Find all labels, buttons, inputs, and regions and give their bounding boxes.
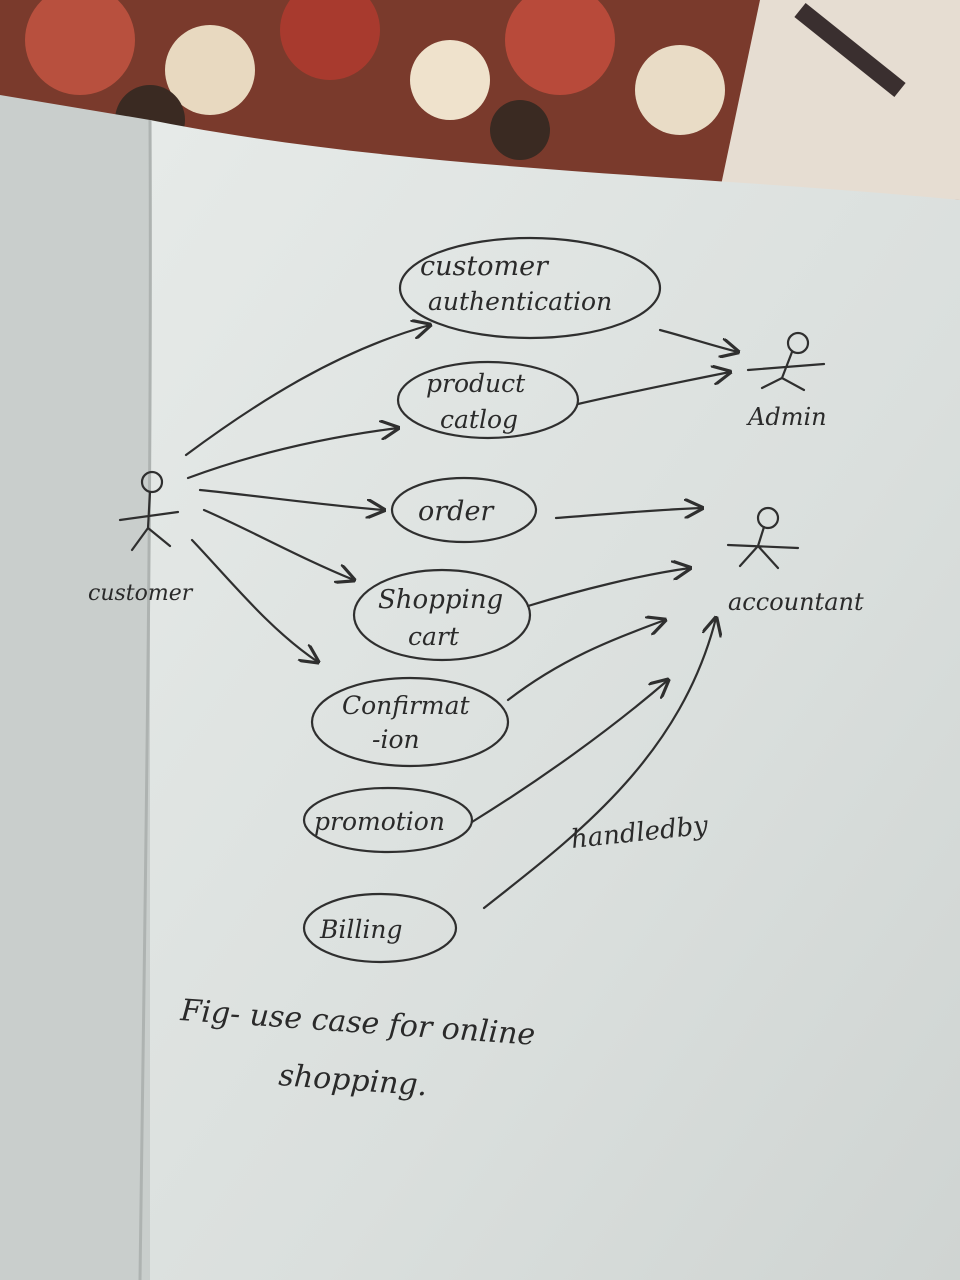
use-case-billing-label: Billing <box>319 915 402 944</box>
use-case-shopping-cart: Shopping cart <box>352 568 532 662</box>
use-case-product-catalog-line1: product <box>426 369 526 398</box>
actor-admin: Admin <box>746 331 827 431</box>
use-case-product-catalog-line2: catlog <box>440 405 518 434</box>
use-case-customer-authentication-line1: customer <box>420 251 550 282</box>
customer-associations <box>184 325 430 662</box>
actor-customer: customer <box>88 470 194 606</box>
use-case-product-catalog: product catlog <box>396 360 580 440</box>
actor-admin-label: Admin <box>746 403 827 431</box>
use-case-order: order <box>390 476 538 544</box>
use-case-confirmation-line2: -ion <box>372 725 420 754</box>
use-case-promotion: promotion <box>302 786 474 854</box>
actor-customer-label: customer <box>88 581 194 606</box>
actor-accountant-label: accountant <box>728 588 864 616</box>
use-case-customer-authentication-line2: authentication <box>428 287 612 316</box>
actor-accountant: accountant <box>726 506 864 616</box>
use-case-shopping-cart-line1: Shopping <box>378 585 503 615</box>
use-case-customer-authentication: customer authentication <box>398 236 662 340</box>
use-case-promotion-label: promotion <box>314 807 445 836</box>
notebook <box>0 95 960 1280</box>
use-case-confirmation: Confirmat -ion <box>310 676 510 768</box>
use-case-shopping-cart-line2: cart <box>408 622 460 651</box>
use-case-order-label: order <box>418 496 495 527</box>
use-case-confirmation-line1: Confirmat <box>342 691 471 720</box>
use-case-billing: Billing <box>302 892 458 964</box>
